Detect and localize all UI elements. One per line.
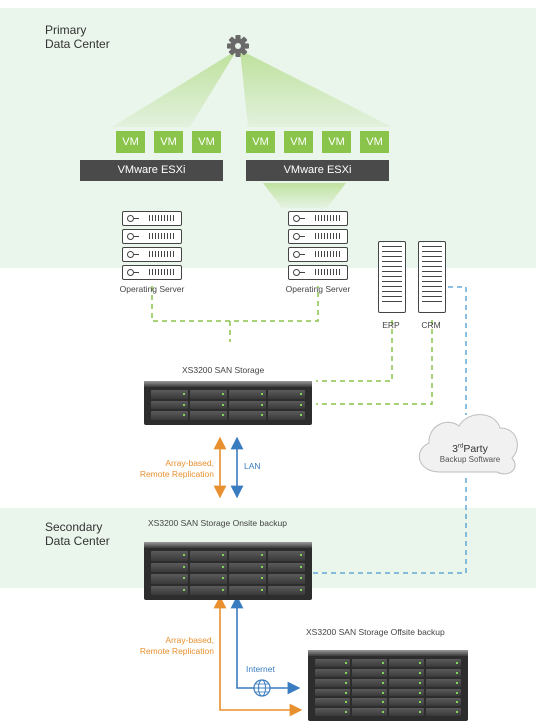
cloud-subtitle: Backup Software bbox=[439, 455, 501, 464]
gear-icon bbox=[227, 35, 249, 57]
storage-rack-icon bbox=[144, 381, 312, 425]
vm-badge: VM bbox=[284, 131, 313, 153]
cloud-title-sup: rd bbox=[457, 443, 464, 450]
app-label: CRM bbox=[421, 320, 441, 330]
server-icon bbox=[288, 211, 348, 283]
vm-badge: VM bbox=[154, 131, 183, 153]
storage-label: XS3200 SAN Storage Onsite backup bbox=[148, 518, 287, 528]
cloud-title-rest: Party bbox=[463, 443, 488, 455]
internet-label: Internet bbox=[246, 664, 275, 674]
server-label: Operating Server bbox=[119, 284, 185, 294]
cloud-icon bbox=[418, 414, 518, 475]
internet-arrow bbox=[230, 595, 301, 695]
cloud-title-prefix: 3 bbox=[452, 443, 458, 455]
lan-label: LAN bbox=[244, 461, 261, 471]
vm-badge: VM bbox=[116, 131, 145, 153]
app-label: ERP bbox=[382, 320, 400, 330]
vm-badge: VM bbox=[246, 131, 275, 153]
storage-label: XS3200 SAN Storage Offsite backup bbox=[306, 627, 445, 637]
vm-beam-left bbox=[112, 50, 237, 127]
vm-badge: VM bbox=[322, 131, 351, 153]
storage-label: XS3200 SAN Storage bbox=[182, 365, 265, 375]
backup-software-link bbox=[310, 286, 467, 574]
vm-beam-right bbox=[240, 50, 392, 127]
esxi-host-label: VMware ESXi bbox=[246, 160, 389, 181]
server-beam bbox=[263, 183, 346, 208]
server-icon bbox=[122, 211, 182, 283]
server-network-link bbox=[151, 286, 433, 405]
server-label: Operating Server bbox=[285, 284, 351, 294]
tower-server-icon bbox=[418, 241, 446, 313]
vm-badge: VM bbox=[360, 131, 389, 153]
tower-server-icon bbox=[378, 241, 406, 313]
replication-arrow-offsite bbox=[213, 595, 303, 717]
esxi-host-label: VMware ESXi bbox=[80, 160, 223, 181]
replication-label: Array-based, Remote Replication bbox=[139, 635, 214, 656]
replication-label: Array-based, Remote Replication bbox=[139, 458, 214, 479]
globe-icon bbox=[253, 679, 271, 697]
primary-datacenter-label: Primary Data Center bbox=[45, 23, 110, 51]
cloud-label: 3rdParty Backup Software bbox=[416, 443, 524, 464]
cloud-title: 3rdParty bbox=[416, 443, 524, 455]
vm-badge: VM bbox=[192, 131, 221, 153]
storage-rack-icon bbox=[308, 650, 468, 721]
secondary-datacenter-label: Secondary Data Center bbox=[45, 520, 110, 548]
storage-rack-icon bbox=[144, 542, 312, 600]
